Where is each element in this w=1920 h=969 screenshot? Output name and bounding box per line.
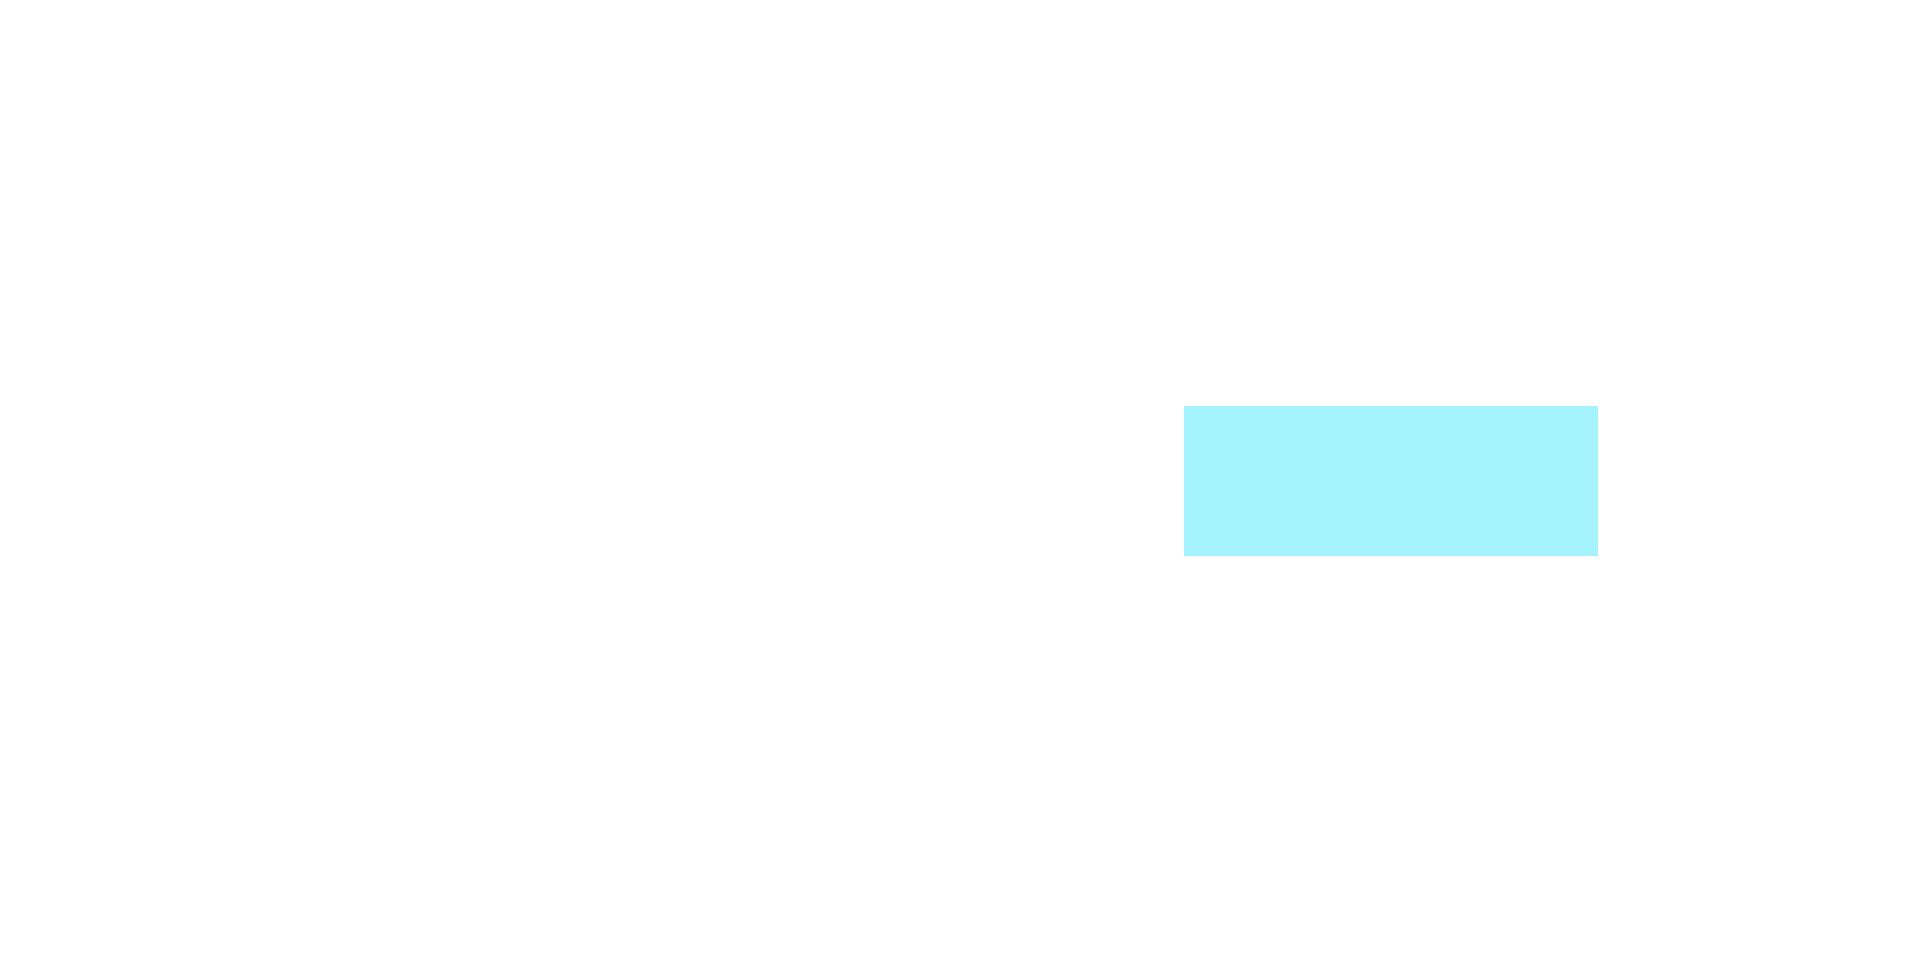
highlight-region [1184,406,1598,556]
